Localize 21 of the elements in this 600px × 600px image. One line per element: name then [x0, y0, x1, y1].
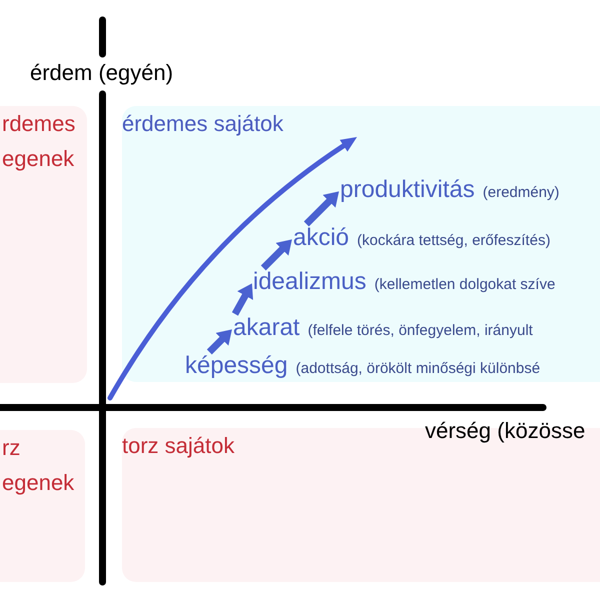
quadrant-heading: érdemes sajátok [122, 110, 284, 138]
arrow [206, 326, 234, 354]
stage-description: (felfele törés, önfegyelem, irányult [308, 322, 533, 340]
stage-name: idealizmus [253, 268, 366, 296]
stage-name: akarat [233, 314, 300, 342]
arrow [304, 188, 342, 226]
stage-description: (adottság, örökölt minőségi különbsé [296, 360, 540, 378]
stage-description: (eredmény) [482, 184, 560, 202]
axis-label: vérség (közösse [425, 417, 586, 445]
quadrant-panel [122, 106, 600, 382]
quadrant-heading: rdemes egenek [2, 110, 76, 173]
stage-name: produktivitás [340, 176, 475, 204]
quadrant-heading: rz egenek [2, 434, 76, 497]
arrow [232, 282, 256, 316]
stage-description: (kellemetlen dolgokat szíve [374, 276, 556, 294]
axis-label: érdem (egyén) [30, 59, 174, 87]
stage-name: akció [293, 224, 350, 252]
arrow [260, 236, 294, 270]
stage-name: képesség [185, 352, 288, 380]
stage-description: (kockára tettség, erőfeszítés) [357, 232, 550, 250]
quadrant-heading: torz sajátok [122, 432, 234, 460]
